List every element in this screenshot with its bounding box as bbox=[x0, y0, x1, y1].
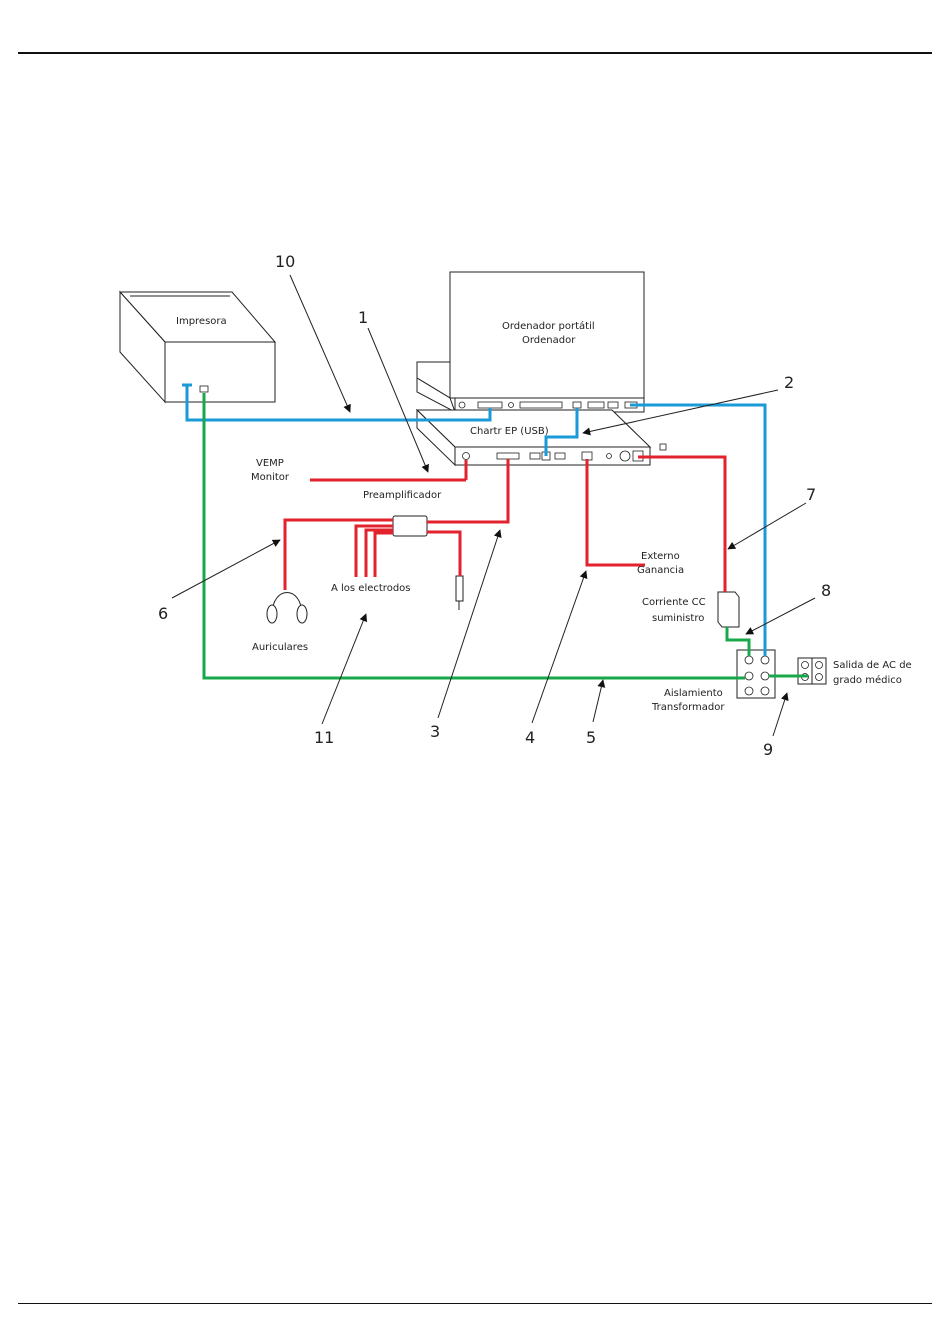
callout-5-arrow bbox=[593, 680, 603, 722]
vemp-label-line2: Monitor bbox=[251, 472, 290, 483]
transformer-label-line1: Aislamiento bbox=[664, 688, 723, 699]
callout-6-arrow bbox=[172, 540, 280, 598]
laptop-label-line2: Ordenador bbox=[522, 335, 576, 346]
dc-supply-label-line1: Corriente CC bbox=[642, 597, 706, 608]
headphones-label: Auriculares bbox=[252, 642, 308, 653]
callout-11-arrow bbox=[322, 614, 366, 724]
printer-power-port bbox=[200, 386, 208, 392]
preamp-label: Preamplificador bbox=[363, 490, 442, 501]
callout-9-arrow bbox=[773, 693, 787, 736]
transformer-label-line2: Transformador bbox=[651, 702, 725, 713]
callout-5: 5 bbox=[586, 728, 596, 747]
chartr-label: Chartr EP (USB) bbox=[470, 426, 549, 437]
dc-power-supply bbox=[718, 592, 739, 627]
callout-4-arrow bbox=[532, 571, 586, 723]
external-gain-label-line2: Ganancia bbox=[637, 565, 684, 576]
callout-3: 3 bbox=[430, 722, 440, 741]
callout-11: 11 bbox=[314, 728, 334, 747]
callout-2: 2 bbox=[784, 373, 794, 392]
electrode-lead-2 bbox=[366, 530, 393, 577]
callout-8-arrow bbox=[746, 598, 815, 634]
outlet-label-line2: grado médico bbox=[833, 674, 902, 686]
callout-6: 6 bbox=[158, 604, 168, 623]
electrodes-label: A los electrodos bbox=[331, 583, 411, 594]
printer-device: Impresora bbox=[120, 292, 275, 402]
laptop-label-line1: Ordenador portátil bbox=[502, 320, 595, 332]
callout-8: 8 bbox=[821, 581, 831, 600]
headphones-icon: Auriculares bbox=[252, 593, 308, 654]
external-gain-label-line1: Externo bbox=[641, 551, 680, 562]
callout-9: 9 bbox=[763, 740, 773, 759]
external-gain-cable bbox=[587, 459, 645, 565]
dc-supply-label-line2: suministro bbox=[652, 613, 704, 624]
electrode-plug-lead bbox=[427, 532, 460, 576]
electrode-lead-3 bbox=[375, 533, 393, 577]
callout-10-arrow bbox=[290, 275, 350, 412]
medical-outlet bbox=[798, 658, 826, 684]
callout-1-arrow bbox=[368, 328, 428, 472]
callout-1: 1 bbox=[358, 308, 368, 327]
isolation-transformer bbox=[737, 650, 775, 698]
laptop-device: Ordenador portátil Ordenador bbox=[417, 272, 644, 412]
outlet-label-line1: Salida de AC de bbox=[833, 660, 912, 671]
printer-label: Impresora bbox=[176, 316, 227, 327]
electrode-plug bbox=[456, 576, 463, 601]
vemp-label-line1: VEMP bbox=[256, 458, 284, 469]
callout-3-arrow bbox=[438, 530, 500, 718]
callout-7-arrow bbox=[728, 503, 806, 549]
callout-10: 10 bbox=[275, 252, 295, 271]
callout-4: 4 bbox=[525, 728, 535, 747]
chartr-ep-device: Chartr EP (USB) bbox=[417, 410, 666, 465]
callout-7: 7 bbox=[806, 485, 816, 504]
